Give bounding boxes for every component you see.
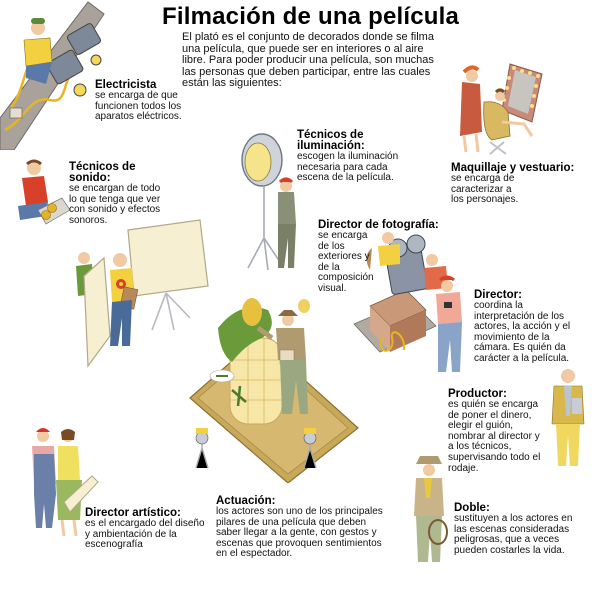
role-description: se encarga de que funcionen todos los ap… [95, 90, 182, 123]
role-description: se encarga de caracterizar a los persona… [451, 173, 519, 206]
electrician-illustration [0, 0, 110, 150]
sound-technician-illustration [12, 158, 70, 228]
page-title: Filmación de una película [162, 3, 460, 30]
role-description: escogen la iluminación necesaria para ca… [297, 151, 399, 184]
reflector-panels-illustration [70, 218, 215, 378]
film-set-actor-illustration [188, 298, 362, 483]
lighting-technician-illustration [238, 128, 300, 278]
role-description: es el encargado del diseño y ambientació… [85, 518, 205, 551]
role-description: los actores son uno de los principales p… [216, 506, 383, 560]
role-heading: Director de fotografía: [318, 219, 439, 231]
role-sonido: Técnicos de sonido: se encargan de todo … [69, 161, 166, 226]
producer-illustration [548, 366, 588, 470]
role-heading: Técnicos de sonido: [69, 161, 136, 184]
role-heading: Actuación: [216, 495, 276, 507]
role-heading: Doble: [454, 502, 490, 514]
role-director: Director: coordina la interpretación de … [474, 289, 578, 365]
role-electricista: Electricista se encarga de que funcionen… [95, 79, 195, 123]
role-heading: Productor: [448, 388, 507, 400]
role-heading: Electricista [95, 79, 157, 91]
role-description: se encarga de los exteriores y de la com… [318, 230, 374, 294]
makeup-illustration [452, 62, 552, 157]
role-description: es quién se encarga de poner el dinero, … [448, 399, 541, 474]
camera-crew-illustration [352, 226, 474, 376]
role-fotografia: Director de fotografía: se encarga de lo… [318, 219, 450, 295]
role-artistico: Director artístico: es el encargado del … [85, 507, 205, 551]
role-description: se encargan de todo lo que tenga que ver… [69, 183, 161, 226]
intro-paragraph: El plató es el conjunto de decorados don… [182, 31, 434, 90]
role-iluminacion: Técnicos de iluminación: escogen la ilum… [297, 129, 409, 184]
role-productor: Productor: es quién se encarga de poner … [448, 388, 548, 474]
role-heading: Técnicos de iluminación: [297, 129, 365, 152]
role-maquillaje: Maquillaje y vestuario: se encarga de ca… [451, 162, 579, 206]
role-heading: Maquillaje y vestuario: [451, 162, 575, 174]
role-description: coordina la interpretación de los actore… [474, 300, 571, 364]
role-heading: Director artístico: [85, 507, 181, 519]
art-director-illustration [28, 424, 100, 542]
role-actuacion: Actuación: los actores son uno de los pr… [216, 495, 386, 560]
role-doble: Doble: sustituyen a los actores en las e… [454, 502, 579, 556]
role-description: sustituyen a los actores en las escenas … [454, 513, 573, 556]
stunt-double-illustration [408, 452, 450, 568]
role-heading: Director: [474, 289, 522, 301]
